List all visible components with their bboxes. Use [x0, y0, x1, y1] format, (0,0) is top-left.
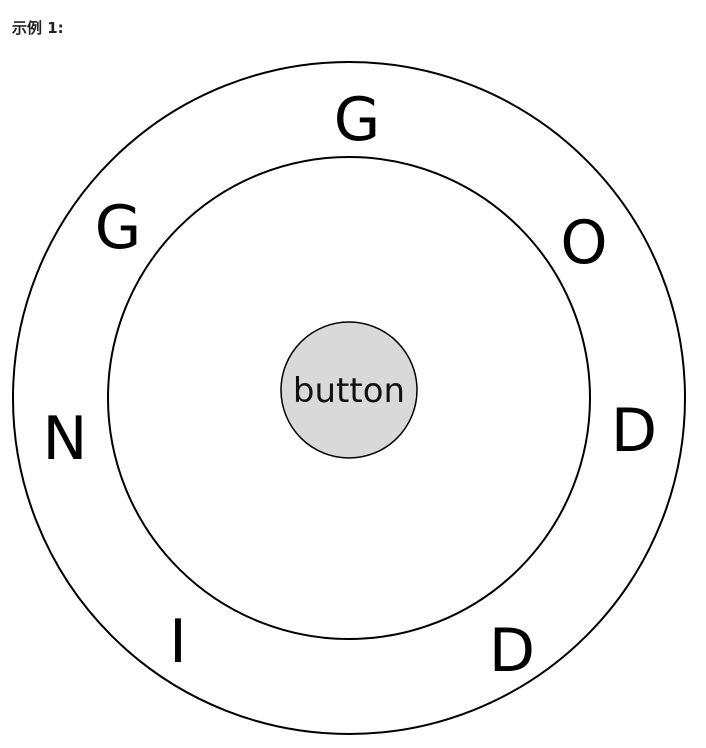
ring-letter-1: O: [560, 208, 607, 278]
inner-ring: [107, 156, 591, 640]
center-button[interactable]: button: [280, 321, 418, 459]
outer-ring: [12, 61, 686, 735]
ring-letter-0: G: [334, 85, 381, 155]
ring-letter-2: D: [611, 396, 657, 466]
ring-letter-4: I: [169, 607, 187, 677]
ring-letter-5: N: [43, 404, 88, 474]
example-heading: 示例 1:: [12, 19, 64, 37]
ring-letter-6: G: [95, 193, 142, 263]
center-button-circle[interactable]: [280, 321, 418, 459]
ring-letter-3: D: [489, 616, 535, 686]
center-button-label: button: [293, 371, 405, 411]
